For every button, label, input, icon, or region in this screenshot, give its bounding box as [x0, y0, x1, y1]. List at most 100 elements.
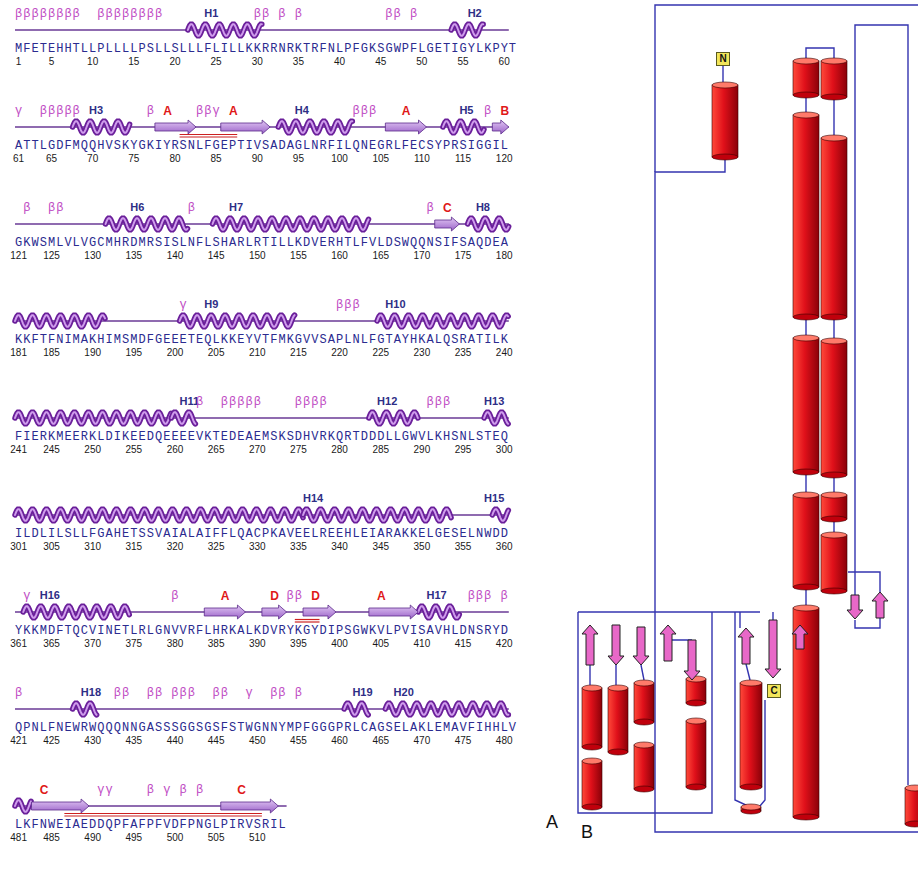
residue-number: 455 [290, 735, 307, 746]
cylinder-cap [821, 492, 847, 498]
strand-arrow [847, 595, 863, 619]
strand-arrow [872, 592, 888, 618]
structure-motif: ββ [114, 686, 130, 700]
structure-motif: ββγ [196, 104, 221, 118]
residue-number: 481 [10, 832, 27, 843]
residue-number: 361 [10, 638, 27, 649]
helix-coil [15, 800, 31, 812]
cylinder-base [686, 784, 706, 790]
topology-link [746, 664, 750, 680]
residue-number: 405 [372, 638, 389, 649]
topology-link [806, 48, 834, 58]
residue-number: 365 [43, 638, 60, 649]
helix-label: H8 [476, 201, 490, 213]
structure-motif: β [147, 104, 155, 118]
residue-number: 480 [496, 735, 513, 746]
helix-label: H20 [394, 686, 414, 698]
residue-number: 70 [87, 153, 98, 164]
cylinder-cap [905, 785, 918, 791]
cylinder-cap [793, 492, 819, 498]
structure-motif: β [196, 395, 204, 409]
strand-arrow [633, 627, 649, 665]
residue-number: 295 [455, 444, 472, 455]
helix-coil [492, 509, 508, 521]
structure-motif: β [410, 7, 418, 21]
structure-motif: ββ [270, 686, 286, 700]
sequence-row: ILDLILSLLFGAHETSSVAIALAIFFLQACPKAVEELREE… [15, 527, 509, 541]
topology-link [848, 572, 880, 592]
structure-motif: β [15, 686, 23, 700]
sheet-label: A [221, 589, 230, 603]
helix-coil [73, 703, 97, 715]
residue-number: 470 [414, 735, 431, 746]
residue-number: 180 [496, 250, 513, 261]
residue-number: 440 [167, 735, 184, 746]
residue-number: 465 [372, 735, 389, 746]
strand-arrow [221, 799, 279, 813]
helix-cylinder [793, 112, 819, 320]
residue-number: 105 [372, 153, 389, 164]
residue-number: 15 [128, 56, 139, 67]
cylinder-base [821, 94, 847, 100]
structure-motif: β [196, 783, 204, 797]
residue-number: 30 [252, 56, 263, 67]
residue-number: 250 [84, 444, 101, 455]
residue-number: 225 [372, 347, 389, 358]
residue-number: 460 [331, 735, 348, 746]
residue-number: 490 [84, 832, 101, 843]
strand-arrow [792, 625, 808, 649]
cylinder-cap [821, 532, 847, 538]
strand-arrow [765, 620, 781, 678]
structure-motif: β [295, 7, 303, 21]
helix-label: H18 [81, 686, 101, 698]
helix-cylinder [793, 335, 819, 475]
helix-coil [15, 509, 303, 521]
cylinder-cap [793, 335, 819, 341]
residue-number: 235 [455, 347, 472, 358]
sheet-label: A [229, 104, 238, 118]
cylinder-body [634, 745, 654, 789]
residue-number: 495 [125, 832, 142, 843]
strand-arrow [303, 605, 336, 619]
structure-motif: ββββββββ [15, 7, 81, 21]
residue-number: 270 [249, 444, 266, 455]
cylinder-body [582, 761, 602, 807]
strand-arrow [369, 605, 418, 619]
residue-number: 145 [208, 250, 225, 261]
residue-number: 421 [10, 735, 27, 746]
residue-number: 25 [211, 56, 222, 67]
cylinder-base [740, 784, 762, 790]
residue-number: 510 [249, 832, 266, 843]
helix-highlight [303, 509, 451, 521]
helix-coil [451, 24, 483, 36]
residue-number: 175 [455, 250, 472, 261]
residue-number: 121 [10, 250, 27, 261]
helix-highlight [377, 315, 508, 327]
helix-coil [188, 24, 262, 36]
helix-coil [106, 218, 188, 230]
residue-number: 150 [249, 250, 266, 261]
cylinder-cap [741, 804, 761, 810]
residue-number: 75 [128, 153, 139, 164]
residue-number: 240 [496, 347, 513, 358]
helix-label: H10 [385, 298, 405, 310]
topology-link [655, 5, 918, 172]
cylinder-base [608, 749, 628, 755]
residue-number: 345 [372, 541, 389, 552]
cylinder-body [821, 61, 847, 97]
cylinder-body [905, 788, 918, 824]
helix-highlight [15, 412, 171, 424]
residue-number: 230 [414, 347, 431, 358]
helix-cylinder [740, 680, 762, 790]
residue-number: 170 [414, 250, 431, 261]
residue-number: 110 [414, 153, 430, 164]
structure-motif: ββββ [295, 395, 328, 409]
cylinder-base [634, 719, 654, 725]
helix-cylinder [582, 685, 602, 750]
cylinder-body [793, 338, 819, 472]
structure-motif: γ [180, 298, 188, 312]
hairpin-bar [295, 619, 320, 620]
cylinder-body [608, 688, 628, 752]
helix-label: H13 [484, 395, 504, 407]
cylinder-body [634, 683, 654, 722]
